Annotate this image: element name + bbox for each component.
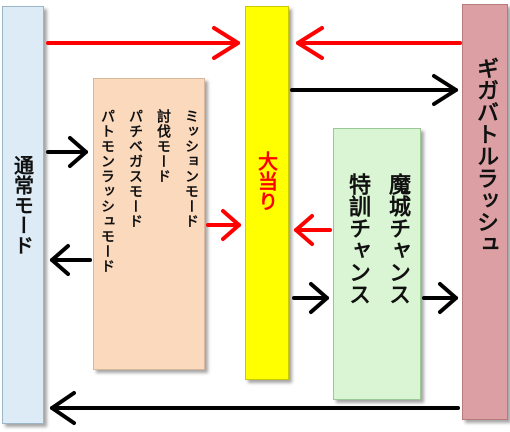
arrow-chance-to-giga <box>422 282 458 314</box>
special-training-chance-label: 特訓チャンス <box>345 173 370 305</box>
giga-battle-rush-box: ギガバトルラッシュ <box>462 4 508 420</box>
arrow-modes-to-jackpot <box>206 209 241 241</box>
giga-battle-rush-label: ギガバトルラッシュ <box>473 57 498 255</box>
patomon-rush-mode-label: パトモンラッシュモード <box>99 109 115 274</box>
chance-box: 魔城チャンス 特訓チャンス <box>333 128 421 400</box>
arrow-modes-to-normal <box>50 244 92 276</box>
arrow-giga-to-jackpot <box>296 26 462 60</box>
arrow-chance-to-jackpot <box>294 214 332 246</box>
jackpot-label: 大当り <box>254 151 279 211</box>
jackpot-box: 大当り <box>245 6 289 380</box>
arrow-jackpot-to-chance <box>292 282 329 314</box>
arrow-normal-to-modes <box>46 136 88 168</box>
arrow-jackpot-to-giga <box>290 74 458 106</box>
pachi-vegas-mode-label: パチベガスモード <box>127 109 143 229</box>
normal-mode-box: 通常モード <box>2 6 44 424</box>
mode-list-box: ミッションモード 討伐モード パチベガスモード パトモンラッシュモード <box>93 78 205 370</box>
demon-castle-chance-label: 魔城チャンス <box>385 173 410 305</box>
normal-mode-label: 通常モード <box>10 155 35 255</box>
arrow-giga-to-normal <box>50 391 460 425</box>
arrow-normal-to-jackpot <box>46 26 240 60</box>
subjugation-mode-label: 討伐モード <box>155 109 171 184</box>
mission-mode-label: ミッションモード <box>183 109 199 229</box>
